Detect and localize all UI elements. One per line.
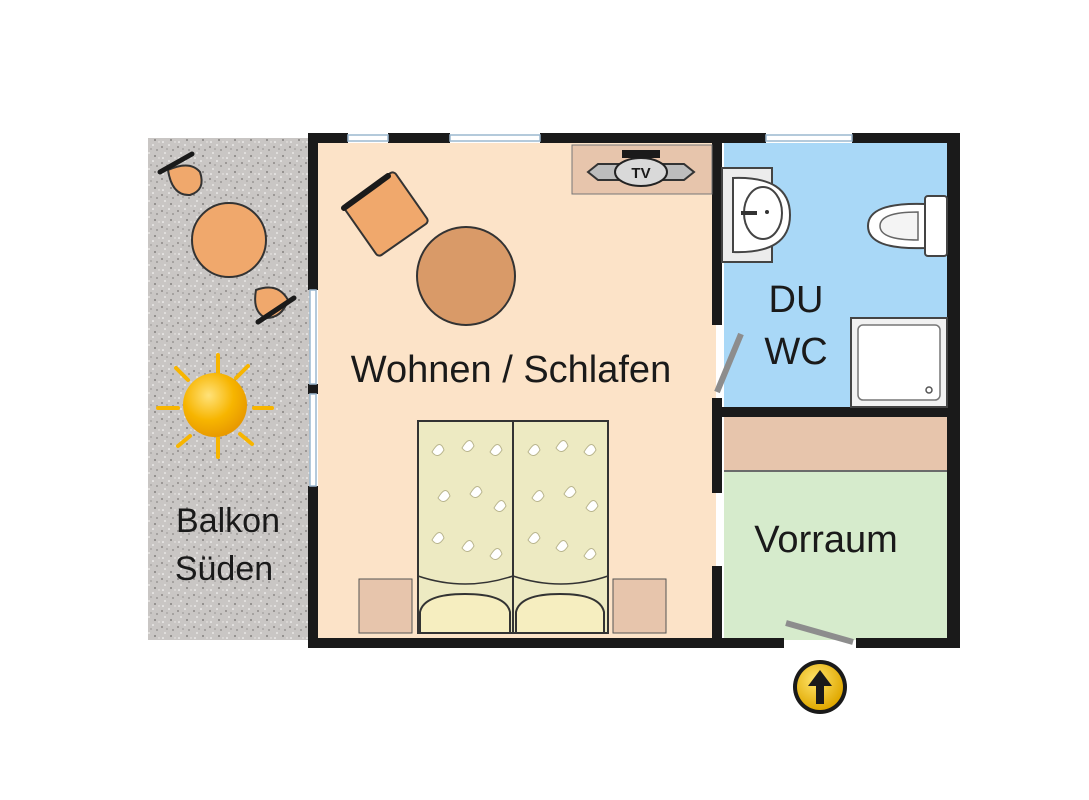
entrance-door [785, 620, 854, 645]
balcony-chair-top [157, 151, 203, 197]
shower-icon [850, 317, 948, 408]
sun-icon [156, 353, 274, 459]
wardrobe-strip [724, 417, 947, 471]
bathroom-label-line2: WC [764, 331, 827, 373]
living-room-label: Wohnen / Schlafen [351, 349, 671, 391]
nightstand-left [358, 578, 413, 634]
pillow-left [419, 592, 511, 634]
hall-label: Vorraum [754, 519, 898, 561]
washbasin-icon [721, 167, 792, 263]
balcony-label-line1: Balkon [176, 502, 280, 540]
balcony-chair-bottom [254, 286, 297, 325]
living-table [416, 226, 516, 326]
tv-icon [571, 144, 713, 195]
nightstand-right [612, 578, 667, 634]
toilet-icon [866, 195, 948, 257]
living-chair [341, 171, 429, 257]
windows [309, 134, 853, 487]
bathroom-door [714, 332, 744, 394]
balcony-table [191, 202, 267, 278]
double-bed [417, 420, 609, 634]
tv-label: TV [631, 165, 650, 182]
balcony-label-line2: Süden [175, 550, 273, 588]
hall-floor [724, 472, 947, 640]
walls [308, 133, 960, 648]
entrance-arrow-icon [793, 660, 847, 714]
bathroom-label-line1: DU [769, 279, 824, 321]
pillow-right [515, 592, 605, 634]
